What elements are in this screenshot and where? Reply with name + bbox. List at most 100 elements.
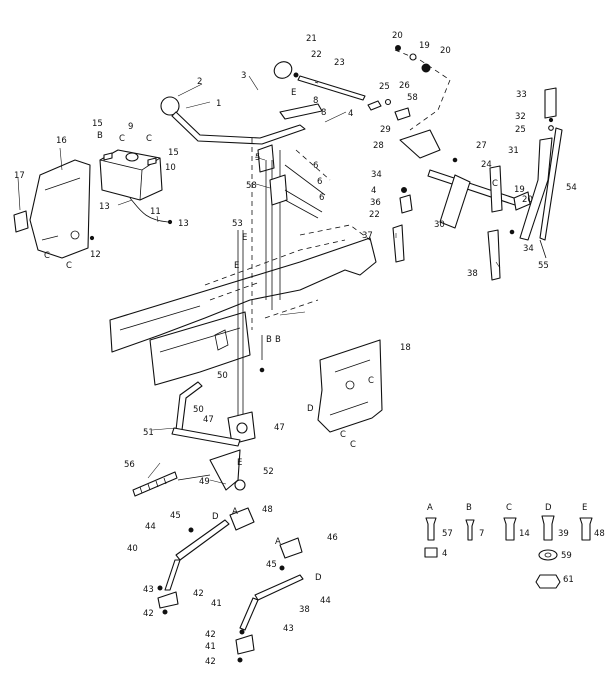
fastener-part-b: 7 bbox=[479, 529, 484, 539]
callout-40: 40 bbox=[127, 544, 138, 554]
callout-43: 43 bbox=[283, 624, 294, 634]
callout-41: 41 bbox=[211, 599, 222, 609]
callout-5: 5 bbox=[255, 153, 260, 163]
ref-letter: E bbox=[237, 458, 242, 468]
callout-19: 19 bbox=[514, 185, 525, 195]
fastener-washer-a: 4 bbox=[442, 549, 447, 559]
callout-24: 24 bbox=[481, 160, 492, 170]
fastener-key-labels: A 57 4 B 7 C 14 D 39 59 61 E 48 bbox=[427, 503, 605, 585]
callout-11: 11 bbox=[150, 207, 161, 217]
ref-letter: C bbox=[368, 376, 374, 386]
callout-36: 36 bbox=[370, 198, 381, 208]
knob-and-rod bbox=[273, 61, 366, 101]
ref-letter: C bbox=[66, 261, 72, 271]
callout-41: 41 bbox=[205, 642, 216, 652]
callout-44: 44 bbox=[145, 522, 156, 532]
ref-letter: C bbox=[492, 179, 498, 189]
callout-22: 22 bbox=[369, 210, 380, 220]
callout-4: 4 bbox=[371, 186, 376, 196]
ref-letter: C bbox=[119, 134, 125, 144]
part-callouts: 1 2 3 21 22 23 20 19 20 25 26 58 8 8 4 6… bbox=[14, 31, 577, 667]
callout-2: 2 bbox=[197, 77, 202, 87]
callout-6: 6 bbox=[319, 193, 324, 203]
fastener-letter-c: C bbox=[506, 503, 512, 513]
fastener-part-d: 39 bbox=[558, 529, 569, 539]
ref-letter: C bbox=[44, 251, 50, 261]
callout-34: 34 bbox=[523, 244, 534, 254]
callout-19: 19 bbox=[419, 41, 430, 51]
callout-23: 23 bbox=[334, 58, 345, 68]
callout-30: 30 bbox=[434, 220, 445, 230]
fastener-part-c: 14 bbox=[519, 529, 530, 539]
ref-letter: D bbox=[307, 404, 314, 414]
right-side-plate bbox=[317, 339, 383, 433]
ref-letter: D bbox=[212, 512, 219, 522]
callout-17: 17 bbox=[14, 171, 25, 181]
callout-55: 55 bbox=[538, 261, 549, 271]
ref-letter: D bbox=[315, 573, 322, 583]
callout-16: 16 bbox=[56, 136, 67, 146]
callout-12: 12 bbox=[90, 250, 101, 260]
ref-letter: A bbox=[275, 537, 281, 547]
leader-lines bbox=[17, 75, 501, 485]
reference-letters: E C C B C C E E B B E C D C C C D A A D bbox=[44, 88, 498, 583]
callout-42: 42 bbox=[205, 657, 216, 667]
ref-letter: C bbox=[340, 430, 346, 440]
callout-18: 18 bbox=[400, 343, 411, 353]
fastener-part-a: 57 bbox=[442, 529, 453, 539]
fastener-part-e: 48 bbox=[594, 529, 605, 539]
ref-letter: C bbox=[350, 440, 356, 450]
callout-43: 43 bbox=[143, 585, 154, 595]
callout-26: 26 bbox=[399, 81, 410, 91]
ref-letter: C bbox=[146, 134, 152, 144]
callout-52: 52 bbox=[263, 467, 274, 477]
callout-56: 56 bbox=[124, 460, 135, 470]
fastener-washer-d: 59 bbox=[561, 551, 572, 561]
ref-letter: A bbox=[232, 507, 238, 517]
callout-49: 49 bbox=[199, 477, 210, 487]
ref-letter: B bbox=[275, 335, 281, 345]
callout-28: 28 bbox=[373, 141, 384, 151]
callout-50: 50 bbox=[193, 405, 204, 415]
callout-25: 25 bbox=[379, 82, 390, 92]
callout-45: 45 bbox=[266, 560, 277, 570]
callout-10: 10 bbox=[165, 163, 176, 173]
ref-letter: E bbox=[234, 261, 239, 271]
callout-6: 6 bbox=[313, 161, 318, 171]
callout-42: 42 bbox=[193, 589, 204, 599]
callout-31: 31 bbox=[508, 146, 519, 156]
ref-letter: E bbox=[291, 88, 296, 98]
callout-45: 45 bbox=[170, 511, 181, 521]
callout-1: 1 bbox=[216, 99, 221, 109]
callout-8: 8 bbox=[313, 96, 318, 106]
right-linkage bbox=[367, 45, 563, 281]
callout-27: 27 bbox=[476, 141, 487, 151]
callout-39: 38 bbox=[299, 605, 310, 615]
callout-34: 34 bbox=[371, 170, 382, 180]
ref-letter: E bbox=[242, 233, 247, 243]
fastener-letter-b: B bbox=[466, 503, 472, 513]
lift-lever-assembly bbox=[160, 96, 331, 330]
callout-37: 37 bbox=[362, 231, 373, 241]
fastener-letter-d: D bbox=[545, 503, 552, 513]
callout-33: 33 bbox=[516, 90, 527, 100]
bottom-rods bbox=[157, 507, 304, 663]
lower-linkage bbox=[132, 230, 265, 497]
callout-58: 58 bbox=[407, 93, 418, 103]
callout-44: 44 bbox=[320, 596, 331, 606]
ref-letter: B bbox=[266, 335, 272, 345]
callout-15: 15 bbox=[168, 148, 179, 158]
callout-15: 15 bbox=[92, 119, 103, 129]
callout-38: 38 bbox=[467, 269, 478, 279]
callout-13: 13 bbox=[99, 202, 110, 212]
fastener-letter-a: A bbox=[427, 503, 433, 513]
callout-6: 6 bbox=[317, 177, 322, 187]
callout-20: 20 bbox=[440, 46, 451, 56]
callout-13: 13 bbox=[178, 219, 189, 229]
fuel-tank bbox=[99, 149, 173, 225]
callout-42: 42 bbox=[143, 609, 154, 619]
callout-42: 42 bbox=[205, 630, 216, 640]
callout-25: 25 bbox=[515, 125, 526, 135]
callout-54: 54 bbox=[566, 183, 577, 193]
